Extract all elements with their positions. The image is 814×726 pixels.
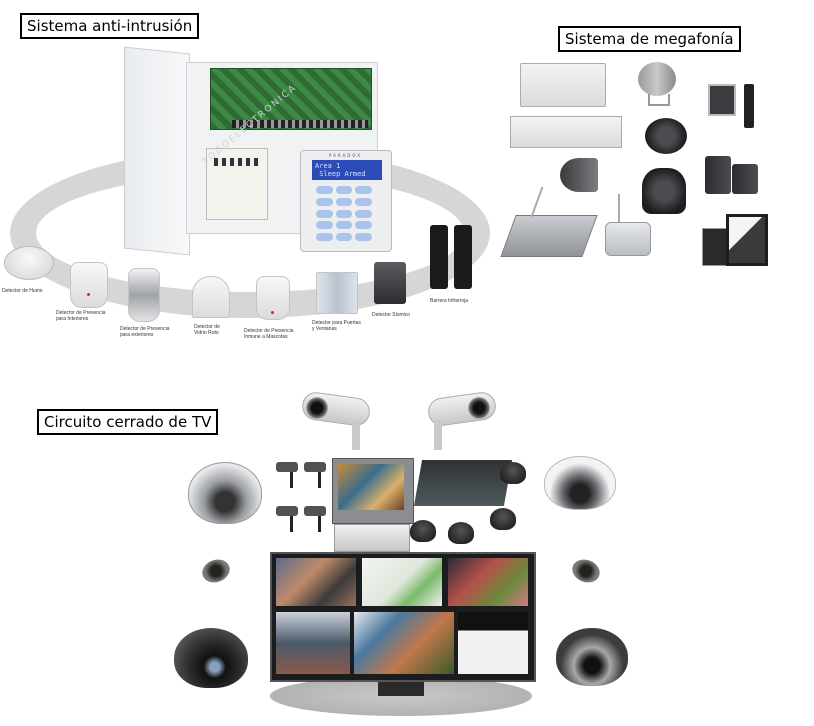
keypad-buttons <box>316 186 372 242</box>
mini-dome-camera <box>490 508 516 530</box>
key <box>316 197 333 206</box>
projector-speaker <box>638 62 676 96</box>
key <box>316 221 333 230</box>
pet-immune-detector <box>256 276 290 320</box>
horn-speaker <box>560 158 598 192</box>
key <box>355 186 372 194</box>
key <box>355 197 372 206</box>
device-label: Detector de Vidrio Roto <box>194 324 220 336</box>
intrusion-title: Sistema anti-intrusión <box>20 13 200 39</box>
device-label: Detector Sísmico <box>372 312 411 318</box>
device-label: Detector de Presencia para Interiores <box>56 310 106 322</box>
wall-speaker-right <box>732 164 758 194</box>
keypad-lcd: Area 1 Sleep Armed <box>312 160 382 180</box>
key <box>316 186 333 194</box>
video-wall-monitor <box>270 552 536 682</box>
smoke-detector <box>4 246 54 280</box>
dome-camera-silver <box>188 462 262 524</box>
video-switcher <box>413 460 513 506</box>
dome-camera-white <box>544 456 616 510</box>
outdoor-motion-detector <box>128 268 160 322</box>
screen-tile <box>354 612 454 674</box>
device-label: Barrera Infrarroja <box>430 298 469 304</box>
cctv-title: Circuito cerrado de TV <box>37 409 219 435</box>
glass-break-detector <box>192 276 230 318</box>
mini-camera-stand <box>290 472 293 488</box>
terminal-block <box>232 120 368 128</box>
megafonia-title: Sistema de megafonía <box>558 26 741 52</box>
lcd-line-1: Area 1 <box>315 162 341 170</box>
screen-tile <box>362 558 442 606</box>
key <box>355 209 372 218</box>
key <box>335 221 353 230</box>
wall-speaker-left <box>705 156 731 194</box>
mini-camera <box>304 506 326 516</box>
circuit-board <box>210 68 372 130</box>
monitor-stand <box>378 678 424 696</box>
screen-tile <box>276 612 350 674</box>
key <box>316 209 333 218</box>
mini-camera <box>304 462 326 472</box>
mini-dome-camera <box>410 520 436 542</box>
key <box>335 197 353 206</box>
ceiling-speaker <box>645 118 687 154</box>
small-camera-right <box>569 555 603 587</box>
desk-mic-gooseneck <box>618 194 620 222</box>
device-label: Detector de Presencia para exteriores <box>120 326 170 338</box>
desk-microphone <box>605 222 651 256</box>
screen-tile <box>276 558 356 606</box>
mini-camera-stand <box>318 472 321 488</box>
mini-dome-camera <box>448 522 474 544</box>
console-microphone <box>530 186 544 218</box>
camera-lens <box>306 397 328 419</box>
device-label: Detector para Puertas y Ventanas <box>312 320 361 332</box>
small-camera-left <box>199 555 233 587</box>
crt-monitor-screen <box>338 464 404 510</box>
key <box>335 233 353 242</box>
projector-speaker-bracket <box>648 94 670 106</box>
paging-console <box>500 215 598 257</box>
mini-camera <box>276 506 298 516</box>
ir-barrier-right <box>454 225 472 289</box>
rack-amplifier <box>510 116 622 148</box>
key <box>355 233 372 242</box>
keypad-brand: PARADOX <box>329 153 362 158</box>
intercom-handset <box>744 84 754 128</box>
dome-camera-black <box>174 628 248 688</box>
dvr <box>334 524 410 552</box>
ir-barrier-left <box>430 225 448 289</box>
door-window-contact <box>316 272 358 314</box>
camera-mount <box>434 420 442 450</box>
indoor-motion-detector <box>70 262 108 308</box>
key <box>355 221 372 230</box>
ir-dome-camera <box>556 628 628 686</box>
mini-camera-stand <box>290 516 293 532</box>
mini-camera-stand <box>318 516 321 532</box>
panel-door <box>124 46 190 256</box>
pendant-speaker <box>642 168 686 214</box>
amplifier <box>520 63 606 107</box>
intercom-panel <box>708 84 736 116</box>
transformer-terminals <box>214 158 258 166</box>
mini-camera <box>276 462 298 472</box>
seismic-detector <box>374 262 406 304</box>
camera-mount <box>352 420 360 450</box>
lcd-line-2: Sleep Armed <box>315 170 366 178</box>
key <box>316 233 333 242</box>
key <box>335 186 353 194</box>
screen-tile <box>458 612 528 674</box>
touch-panel <box>726 214 768 266</box>
camera-lens <box>468 397 490 419</box>
device-label: Detector de Humo <box>2 288 43 294</box>
device-label: Detector de Presencia Inmune a Mascotas <box>244 328 294 340</box>
key <box>335 209 353 218</box>
screen-tile <box>448 558 528 606</box>
mini-dome-camera <box>500 462 526 484</box>
